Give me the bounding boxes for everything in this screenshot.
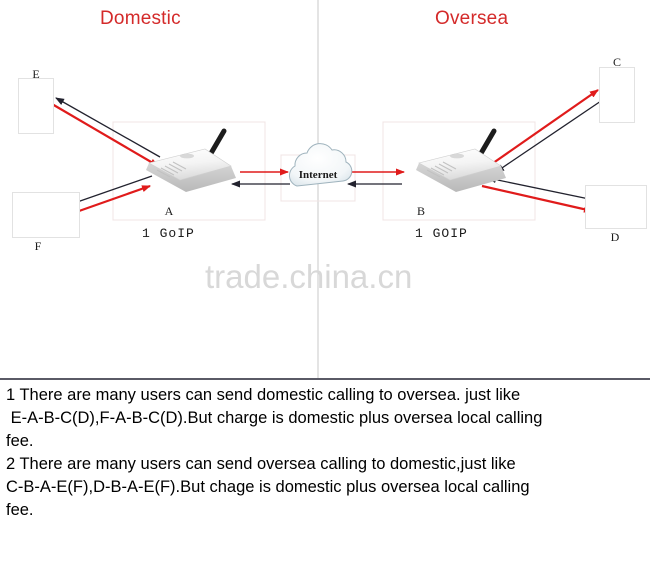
notes-section: 1 There are many users can send domestic… bbox=[0, 384, 650, 522]
endpoint-d-photo-frame bbox=[585, 185, 647, 229]
endpoint-label-c: C bbox=[612, 55, 621, 69]
region-title-domestic: Domestic bbox=[100, 8, 181, 29]
endpoint-label-f: F bbox=[34, 239, 42, 253]
endpoint-label-e: E bbox=[32, 67, 40, 81]
internet-cloud-icon bbox=[289, 143, 353, 187]
gateway-b-icon bbox=[416, 128, 506, 192]
link-b-d bbox=[481, 176, 595, 213]
gateway-a-icon bbox=[146, 128, 236, 192]
gateway-a-frame bbox=[112, 121, 266, 221]
note-item-1: 1 There are many users can send domestic… bbox=[6, 386, 543, 450]
region-title-oversea: Oversea bbox=[435, 8, 509, 29]
gateway-label-a: A bbox=[164, 204, 174, 218]
endpoint-e-photo-frame bbox=[18, 78, 54, 134]
endpoint-label-d: D bbox=[610, 230, 620, 244]
gateway-b-frame bbox=[382, 121, 536, 221]
note-item-2: 2 There are many users can send oversea … bbox=[6, 455, 530, 519]
gateway-label-b: B bbox=[416, 204, 425, 218]
link-e-a bbox=[51, 97, 161, 167]
endpoint-c-photo-frame bbox=[599, 67, 635, 123]
gateway-caption-b: 1 GOIP bbox=[415, 226, 468, 241]
diagram-canvas bbox=[16, 0, 646, 378]
link-internet-b bbox=[347, 168, 405, 188]
internet-cloud-label: Internet bbox=[298, 169, 338, 181]
network-topology-diagram: Domestic Oversea Internet E F C D A B 1 … bbox=[12, 0, 647, 378]
link-b-c bbox=[485, 89, 602, 173]
link-a-internet bbox=[231, 168, 290, 188]
section-divider bbox=[0, 378, 650, 380]
endpoint-f-photo-frame bbox=[12, 192, 80, 238]
gateway-caption-a: 1 GoIP bbox=[142, 226, 195, 241]
